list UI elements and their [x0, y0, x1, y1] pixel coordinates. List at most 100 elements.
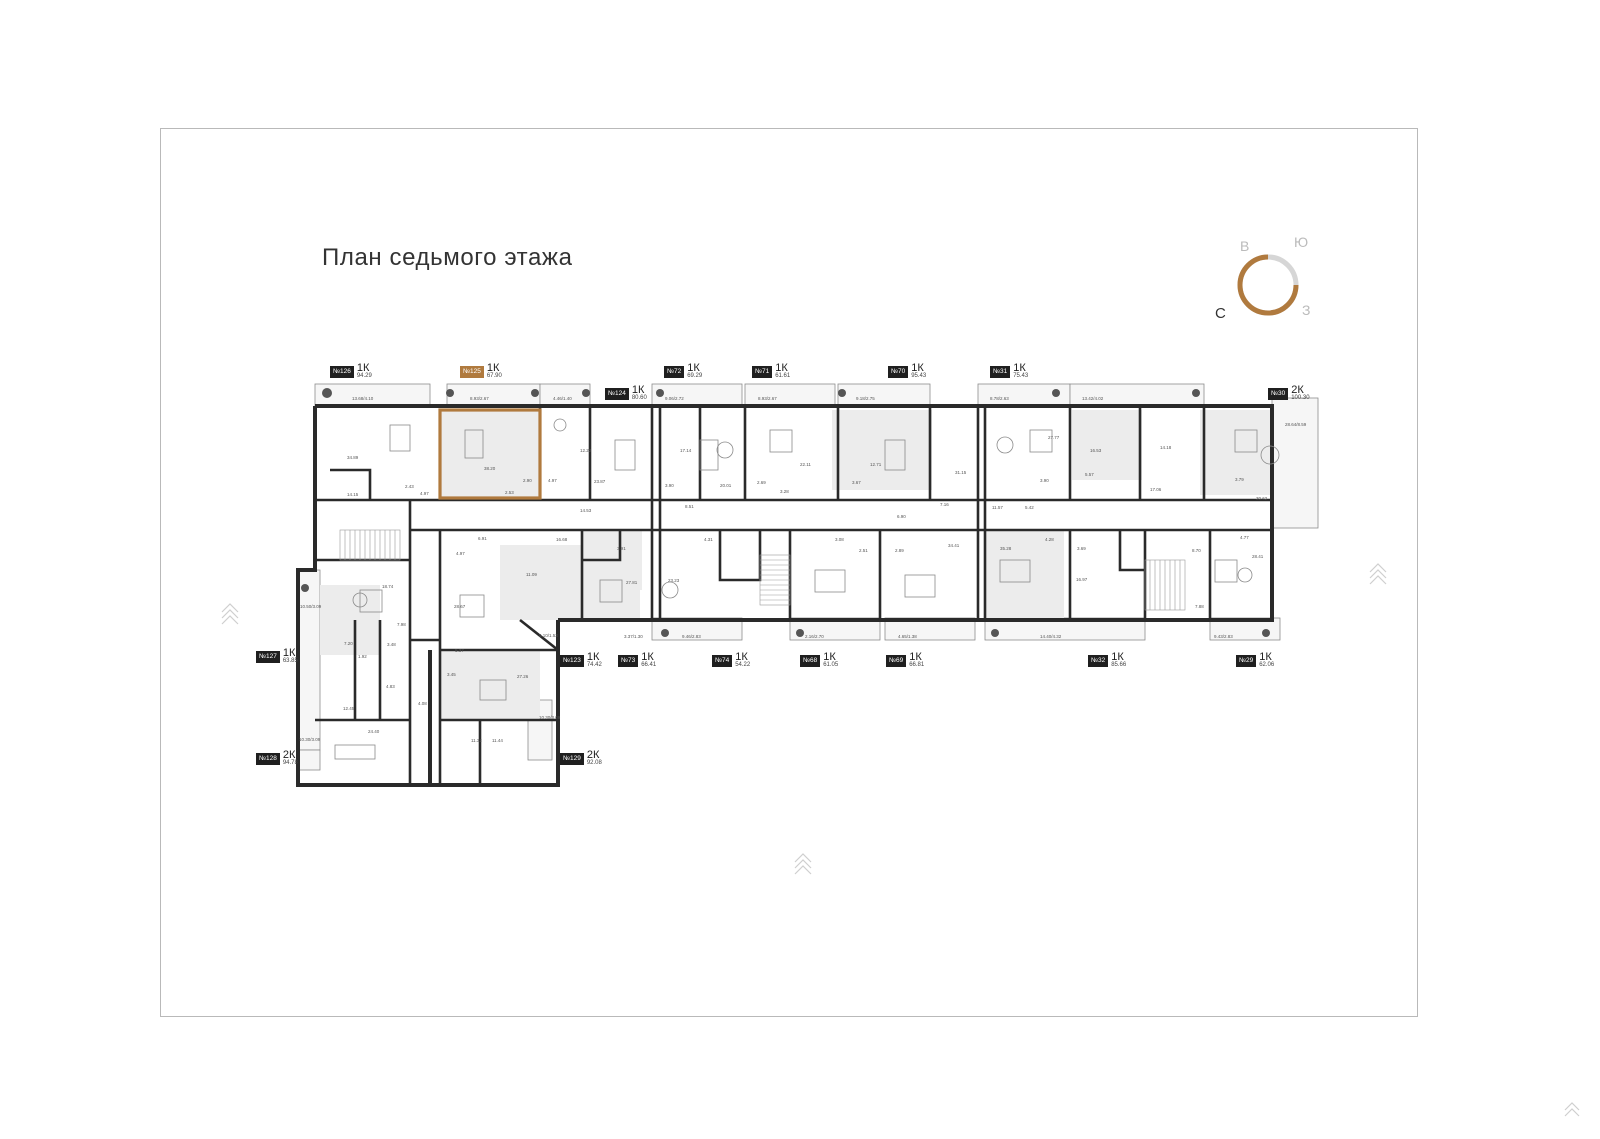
room-fills	[320, 410, 1272, 720]
apartment-area: 75.43	[1013, 373, 1029, 379]
room-area: 4.83	[386, 684, 395, 689]
terraces	[297, 383, 1319, 771]
apartment-type: 1К	[586, 651, 600, 663]
apartment-number: №124	[605, 387, 629, 400]
apartment-area: 94.29	[356, 373, 372, 379]
room-area: 9.06/2.72	[665, 396, 684, 401]
room-area: 4.97	[456, 551, 465, 556]
apartment-type: 1К	[1259, 651, 1272, 663]
room-area: 3.91	[617, 546, 626, 551]
page-title: План седьмого этажа	[322, 244, 573, 271]
room-area: 3.69	[1077, 546, 1086, 551]
room-area: 28.67	[454, 604, 466, 609]
room-area: 5.57	[1085, 472, 1094, 477]
room-area: 4.08	[418, 701, 427, 706]
apartment-number: №69	[886, 654, 907, 667]
room-area: 17.14	[680, 448, 692, 453]
apartment-number: №31	[990, 365, 1011, 378]
apartment-number: №70	[888, 365, 909, 378]
room-area: 16.97	[1076, 577, 1088, 582]
room-area: 34.41	[948, 543, 960, 548]
apartment-number: №128	[256, 752, 280, 765]
apartment-number: №32	[1088, 654, 1109, 667]
apartment-type: 1К	[735, 651, 748, 663]
apartment-area: 100.30	[1291, 395, 1310, 401]
room-area: 4.97	[548, 478, 557, 483]
apartment-number: №71	[752, 365, 773, 378]
apartment-area: 95.43	[911, 373, 927, 379]
room-area: 4.65/1.38	[898, 634, 917, 639]
room-area: 28.64/8.59	[1285, 422, 1307, 427]
plant-icons	[301, 388, 1270, 637]
apartment-type: 1К	[1111, 651, 1124, 663]
room-area: 10.30/3.09	[539, 715, 561, 720]
room-area: 3.67	[852, 480, 861, 485]
apartment-number: №125	[460, 365, 484, 378]
apartment-type: 1К	[1013, 362, 1026, 374]
apartment-area: 66.41	[641, 662, 657, 668]
room-area: 11.44	[492, 738, 503, 743]
apartment-area: 94.78	[282, 760, 298, 766]
room-area: 3.90	[665, 483, 674, 488]
room-area: 9.46/2.83	[682, 634, 701, 639]
room-area: 11.32	[471, 738, 482, 743]
room-area: 16.68	[556, 537, 568, 542]
compass-ring-icon	[1237, 254, 1299, 316]
room-area: 5.37	[455, 648, 464, 653]
compass-rose: В Ю С З	[1215, 234, 1312, 330]
room-area: 18.74	[382, 584, 394, 589]
apartment-number: №29	[1236, 654, 1257, 667]
apartment-number: №126	[330, 365, 354, 378]
apartment-type: 1К	[911, 362, 924, 374]
compass-north-label: С	[1215, 305, 1226, 322]
room-area: 38.20	[484, 466, 496, 471]
room-area: 13.42/4.02	[1082, 396, 1104, 401]
room-area: 2.90	[523, 478, 532, 483]
room-area: 3.79	[1235, 477, 1244, 482]
room-area: 4.46/1.40	[553, 396, 572, 401]
apartment-area: 80.60	[631, 395, 647, 401]
room-area: 27.26	[517, 674, 529, 679]
room-area: 2.53	[505, 490, 514, 495]
apartment-type: 1К	[486, 362, 500, 374]
apartment-number: №74	[712, 654, 733, 667]
room-area: 31.15	[955, 470, 967, 475]
room-area: 3.28	[780, 489, 789, 494]
room-area: 2.43	[405, 484, 414, 489]
room-area: 9.43/2.83	[1214, 634, 1233, 639]
room-area: 5.10/1.53	[539, 633, 558, 638]
room-area: 35.28	[1000, 546, 1012, 551]
room-area: 8.93/2.67	[470, 396, 489, 401]
apartment-type: 1К	[823, 651, 836, 663]
room-area: 14.40/4.32	[1040, 634, 1062, 639]
plan-sheet-frame	[160, 128, 1418, 1017]
room-area: 3.08	[835, 537, 844, 542]
room-area: 12.22	[580, 448, 592, 453]
room-area: 24.40	[368, 729, 380, 734]
room-area: 3.37/1.30	[624, 634, 643, 639]
compass-west-label: З	[1302, 302, 1311, 318]
apartment-area: 67.90	[486, 373, 502, 379]
apartment-type: 1К	[631, 384, 645, 396]
room-area: 10.50/3.09	[300, 604, 322, 609]
room-area: 10.30/3.09	[299, 737, 321, 742]
